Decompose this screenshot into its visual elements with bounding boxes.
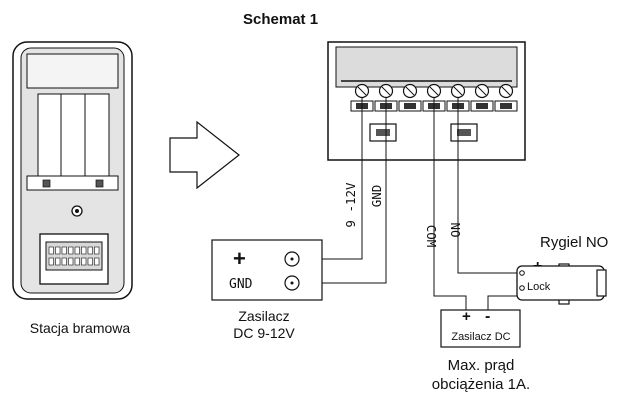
power-supply-caption-2: DC 9-12V: [233, 325, 295, 341]
wire-gnd: [300, 98, 387, 284]
power-plus-symbol: +: [233, 246, 246, 271]
direction-arrow-icon: [169, 120, 240, 190]
power-supply-caption-1: Zasilacz: [238, 308, 289, 324]
wire-9-12v-label: 9 -12V: [343, 182, 358, 228]
wire-no-label: NO: [448, 222, 463, 237]
gate-station-device: [12, 41, 133, 300]
wire-com: [433, 98, 467, 310]
gate-station-label: Stacja bramowa: [30, 320, 131, 336]
lock-title: Rygiel NO: [540, 234, 608, 251]
power-supply-box: [211, 239, 323, 301]
lock-supply-minus-symbol: -: [485, 308, 490, 325]
wire-no: [457, 98, 517, 274]
lock-supply-note-2: obciążenia 1A.: [432, 376, 530, 393]
wire-com-label: COM: [424, 225, 439, 248]
lock-supply-plus-symbol: +: [462, 308, 471, 325]
lock-supply-note-1: Max. prąd: [448, 357, 515, 374]
diagram-title: Schemat 1: [243, 11, 318, 28]
lock-supply-box: [440, 309, 521, 348]
lock-device: [516, 263, 607, 305]
terminal-block-detail: [327, 41, 526, 161]
lock-label: Lock: [527, 281, 551, 293]
lock-supply-label: Zasilacz DC: [451, 331, 510, 343]
wire-gnd-label: GND: [369, 185, 384, 208]
power-gnd-label: GND: [229, 277, 253, 292]
